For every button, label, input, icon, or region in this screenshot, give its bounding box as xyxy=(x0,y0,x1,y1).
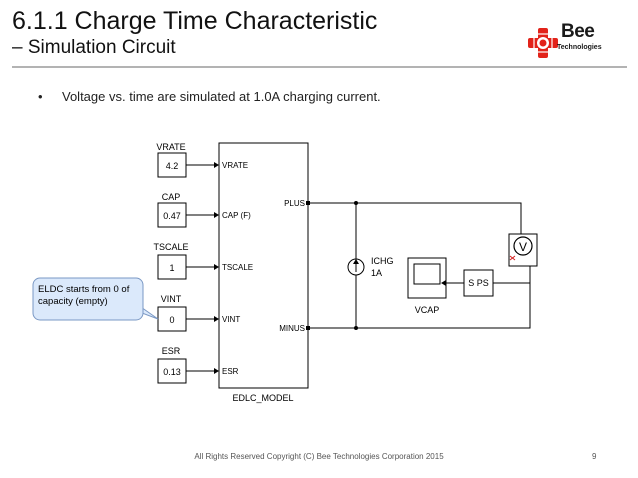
junction-dots xyxy=(306,201,358,330)
constant-value: 0.13 xyxy=(163,367,181,377)
sps-label: S PS xyxy=(468,278,489,288)
callout-text: ELDC starts from 0 of capacity (empty) xyxy=(38,284,130,307)
constant-label: TSCALE xyxy=(153,242,188,252)
port-label: ESR xyxy=(222,367,239,376)
port-label: VINT xyxy=(222,315,240,324)
page-number: 9 xyxy=(592,452,597,461)
port-label: VRATE xyxy=(222,161,248,170)
port-plus-label: PLUS xyxy=(284,199,305,208)
input-wires xyxy=(186,164,214,372)
input-arrows xyxy=(214,162,219,374)
edlc-model-block[interactable]: VRATE CAP (F) TSCALE VINT ESR PLUS MINUS… xyxy=(218,142,309,403)
voltmeter-symbol: V xyxy=(519,240,527,254)
constant-label: CAP xyxy=(162,192,181,202)
current-source-value: 1A xyxy=(371,268,382,278)
sps-converter-block[interactable]: S PS xyxy=(463,269,494,297)
constant-esr[interactable]: ESR 0.13 xyxy=(157,346,187,384)
slide-subtitle: – Simulation Circuit xyxy=(12,37,176,58)
output-wires xyxy=(308,202,531,329)
constant-tscale[interactable]: TSCALE 1 xyxy=(153,242,189,280)
callout-box xyxy=(32,277,144,321)
constant-vint[interactable]: VINT 0 xyxy=(157,294,187,332)
port-minus-label: MINUS xyxy=(279,324,305,333)
constant-cap[interactable]: CAP 0.47 xyxy=(157,192,187,228)
scope-label: VCAP xyxy=(415,305,440,315)
copyright-footer: All Rights Reserved Copyright (C) Bee Te… xyxy=(194,452,444,461)
port-label: CAP (F) xyxy=(222,211,251,220)
bullet-icon: • xyxy=(38,89,43,104)
model-name: EDLC_MODEL xyxy=(232,393,293,403)
scope-vcap[interactable]: VCAP xyxy=(407,257,447,315)
constant-value: 1 xyxy=(169,263,174,273)
bee-technologies-logo: Bee Technologies xyxy=(526,21,636,66)
current-source-name: ICHG xyxy=(371,256,394,266)
port-label: TSCALE xyxy=(222,263,253,272)
current-source-ichg[interactable]: ICHG 1A xyxy=(347,256,394,278)
constant-value: 0.47 xyxy=(163,211,181,221)
logo-wordmark: Bee xyxy=(561,21,595,42)
bullet-text: Voltage vs. time are simulated at 1.0A c… xyxy=(62,89,381,104)
title-divider xyxy=(12,66,627,68)
constant-vrate[interactable]: VRATE 4.2 xyxy=(156,142,187,178)
constant-label: ESR xyxy=(162,346,181,356)
voltmeter-icon[interactable]: V xyxy=(508,233,538,267)
constant-value: 0 xyxy=(169,315,174,325)
constant-label: VRATE xyxy=(156,142,185,152)
constant-value: 4.2 xyxy=(166,161,179,171)
constant-label: VINT xyxy=(161,294,182,304)
logo-subtext: Technologies xyxy=(557,44,602,51)
scope-arrow xyxy=(441,280,446,286)
slide-title: 6.1.1 Charge Time Characteristic xyxy=(12,7,378,35)
bee-logo-icon xyxy=(528,28,558,58)
